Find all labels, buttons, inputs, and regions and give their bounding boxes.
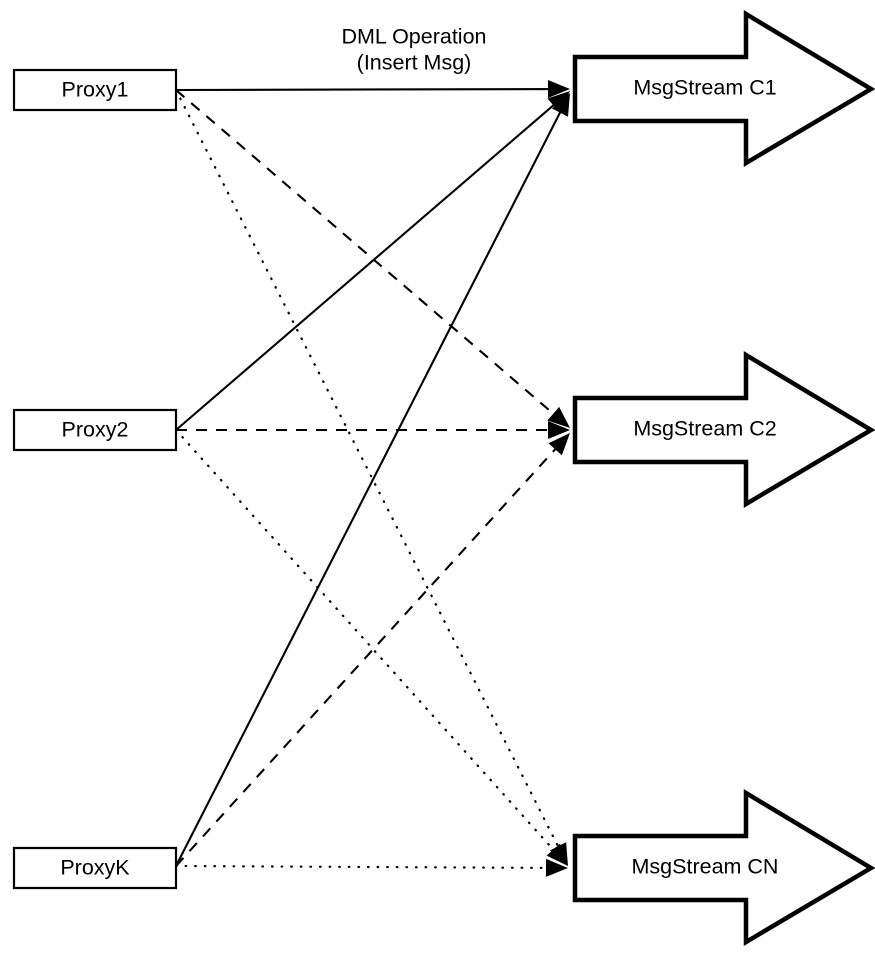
dml-operation-caption-line1: DML Operation <box>342 25 487 49</box>
arrowhead-proxy1-to-c1 <box>547 80 570 99</box>
arrowhead-proxy2-to-cn <box>546 843 568 866</box>
edge-proxy2-to-cn <box>174 428 566 863</box>
arrowhead-proxyK-to-cn <box>545 858 568 877</box>
edge-proxyK-to-c2 <box>175 436 567 867</box>
msgstream-label-c1: MsgStream C1 <box>633 76 776 100</box>
msgstream-arrow-shape-c1 <box>572 10 875 167</box>
arrowhead-proxyK-to-c1 <box>551 93 570 117</box>
arrowhead-proxyK-to-c2 <box>548 433 570 456</box>
edge-proxyK-to-cn <box>174 864 564 870</box>
proxy-box-proxy1 <box>12 68 178 112</box>
arrowhead-proxy2-to-c2 <box>548 421 570 439</box>
msgstream-label-c2: MsgStream C2 <box>633 417 776 441</box>
proxy-label-proxy1: Proxy1 <box>62 78 129 102</box>
edge-proxy1-to-cn <box>174 88 567 862</box>
msgstream-c1: MsgStream C1 <box>572 10 875 167</box>
proxy-label-proxyK: ProxyK <box>60 856 130 880</box>
arrowhead-proxy2-to-c1 <box>547 91 570 113</box>
streams-layer: MsgStream C1 MsgStream C2 MsgStream CN <box>572 10 875 946</box>
edges-layer <box>174 87 569 870</box>
edge-proxy1-to-c2 <box>175 89 567 425</box>
edge-proxy2-to-c1 <box>175 94 567 431</box>
msgstream-arrow-shape-c2 <box>572 351 875 508</box>
proxy-node-proxy2: Proxy2 <box>12 408 178 452</box>
dml-operation-caption-line2: (Insert Msg) <box>357 51 472 75</box>
msgstream-label-cn: MsgStream CN <box>632 855 779 879</box>
captions-layer: DML Operation(Insert Msg) <box>342 25 487 75</box>
proxy-node-proxy1: Proxy1 <box>12 68 178 112</box>
arrowheads-layer <box>545 80 570 877</box>
edge-proxyK-to-c1 <box>175 97 569 867</box>
edge-proxy1-to-c1 <box>175 87 565 92</box>
arrowhead-proxy1-to-c2 <box>547 406 570 428</box>
proxy-node-proxyK: ProxyK <box>12 846 178 890</box>
msgstream-arrow-shape-cn <box>572 789 875 946</box>
msgstream-cn: MsgStream CN <box>572 789 875 946</box>
proxy-box-proxyK <box>12 846 178 890</box>
proxy-label-proxy2: Proxy2 <box>62 418 129 442</box>
proxy-box-proxy2 <box>12 408 178 452</box>
msgstream-c2: MsgStream C2 <box>572 351 875 508</box>
